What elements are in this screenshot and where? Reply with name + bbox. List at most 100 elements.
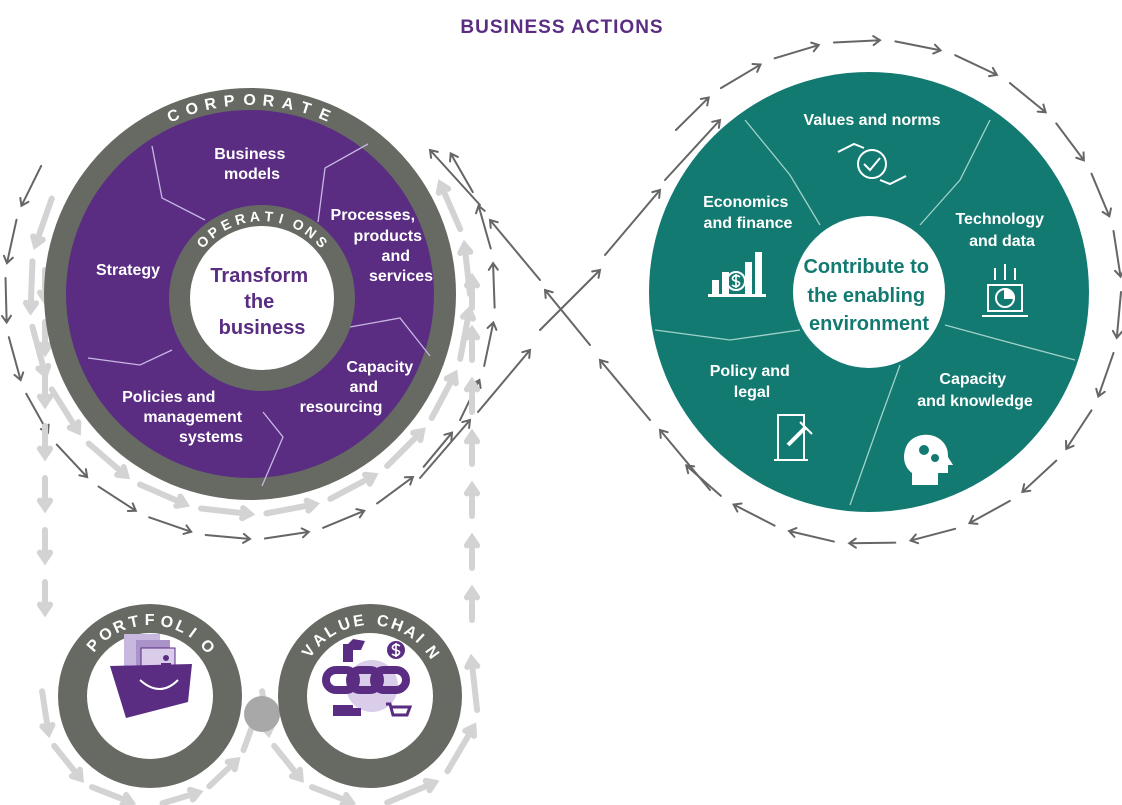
light-cycle-arrow [428, 369, 459, 421]
portfolio-circle: PORTFOLIO [58, 604, 242, 788]
light-down-arrow [36, 475, 54, 514]
cycle-arrow [7, 336, 25, 382]
laptop-circuit-icon [982, 264, 1028, 317]
cycle-arrow [422, 431, 454, 468]
cycle-arrow [55, 443, 89, 479]
cycle-arrow [894, 40, 943, 55]
cycle-arrow [1065, 409, 1093, 451]
light-up-arrow [463, 428, 481, 467]
cycle-arrow [487, 261, 499, 309]
cycle-arrow [1008, 82, 1048, 114]
cycle-arrow [954, 54, 999, 78]
head-gears-icon [904, 434, 953, 485]
cycle-arrow [1021, 459, 1058, 494]
business-models-label: Business models [214, 146, 290, 183]
light-up-arrow [463, 324, 481, 363]
capacity-knowledge-label: Capacity and knowledge [917, 371, 1033, 410]
light-up-arrow [463, 480, 481, 519]
cycle-arrow [263, 527, 311, 540]
cycle-arrow [1090, 172, 1112, 218]
crossing-arrow [419, 418, 472, 479]
cycle-arrow [148, 516, 193, 535]
center-circle [190, 226, 334, 370]
cycle-arrow [97, 485, 138, 512]
light-cycle-arrow [464, 653, 481, 714]
economics-label: Economics and finance [703, 194, 793, 232]
light-cycle-arrow [137, 481, 191, 509]
transform-business-label: Transform the business [210, 265, 313, 339]
cycle-arrow [773, 41, 821, 60]
transform-business-wheel: CORPORATE OPERATIONS Transform the busin… [44, 88, 456, 500]
center-circle [793, 216, 945, 368]
segment-dividers [654, 119, 1076, 506]
crossing-arrow [477, 348, 532, 413]
light-cycle-arrow [263, 497, 321, 517]
light-cycle-arrow [457, 305, 476, 362]
policy-legal-label: Policy and legal [710, 363, 794, 401]
diagram-title: BUSINESS ACTIONS [460, 17, 663, 38]
light-down-arrow [36, 319, 54, 358]
light-up-arrow [463, 272, 481, 311]
light-down-arrow [36, 579, 54, 618]
cycle-arrow [322, 508, 366, 529]
light-cycle-arrow [51, 742, 84, 783]
cycle-arrow [19, 164, 43, 208]
light-cycle-arrow [271, 742, 304, 783]
connector-dot [244, 696, 280, 732]
bar-chart-dollar-icon [708, 252, 766, 297]
crossing-arrow [428, 148, 481, 206]
cycle-arrow [204, 532, 252, 544]
values-norms-label: Values and norms [804, 112, 941, 129]
cycle-arrow [2, 218, 18, 265]
technology-label: Technology and data [955, 211, 1048, 250]
light-cycle-arrow [444, 722, 478, 775]
cycle-arrow [1055, 122, 1085, 162]
light-up-arrow [463, 376, 481, 415]
light-cycle-arrow [198, 505, 256, 522]
policies-label: Policies and management systems [122, 389, 246, 446]
cycle-arrow [475, 204, 492, 250]
light-cycle-arrow [384, 777, 440, 805]
processes-label: Processes, products and services [331, 207, 434, 285]
light-up-arrow [463, 584, 481, 623]
light-cycle-arrow [39, 688, 56, 739]
cycle-arrow [674, 96, 710, 132]
cycle-arrow [449, 151, 474, 194]
light-cycle-arrow [30, 195, 55, 251]
light-cycle-arrow [48, 386, 82, 436]
cycle-arrow [376, 475, 415, 505]
light-cycle-arrow [159, 786, 204, 805]
cycle-arrow [483, 320, 498, 367]
crossing-arrow [658, 428, 711, 491]
crossing-arrow [598, 358, 651, 421]
light-down-arrow [36, 423, 54, 462]
scroll-gavel-icon [774, 414, 813, 461]
light-cycle-arrow [206, 756, 241, 790]
cycle-arrow [1112, 230, 1122, 279]
chain-factory-truck-cart-icon [322, 639, 413, 717]
light-cycle-arrow [435, 179, 464, 233]
cycle-arrow [908, 527, 957, 545]
light-down-arrow [36, 527, 54, 566]
cycle-arrow [0, 276, 13, 325]
cycle-arrow [967, 499, 1011, 525]
light-cycle-arrow [308, 784, 357, 805]
contribute-label: Contribute to the enabling environment [803, 256, 934, 335]
cycle-arrow [832, 35, 882, 47]
cycle-arrow [1111, 291, 1122, 340]
crossing-arrow [488, 218, 541, 281]
crossing-arrow [539, 268, 602, 331]
crossing-arrow [543, 288, 591, 346]
crossing-arrow [664, 118, 722, 181]
enabling-environment-wheel: Contribute to the enabling environment V… [649, 72, 1089, 512]
strategy-label: Strategy [96, 262, 160, 279]
light-cycle-arrow [85, 440, 131, 480]
cycle-arrows [0, 35, 1122, 805]
light-cycle-arrow [22, 258, 39, 316]
segment-dividers [87, 143, 431, 487]
cycle-arrow [847, 537, 897, 549]
cycle-arrow [719, 63, 763, 90]
cycle-arrow [787, 527, 835, 543]
hands-check-globe-icon [837, 142, 907, 186]
